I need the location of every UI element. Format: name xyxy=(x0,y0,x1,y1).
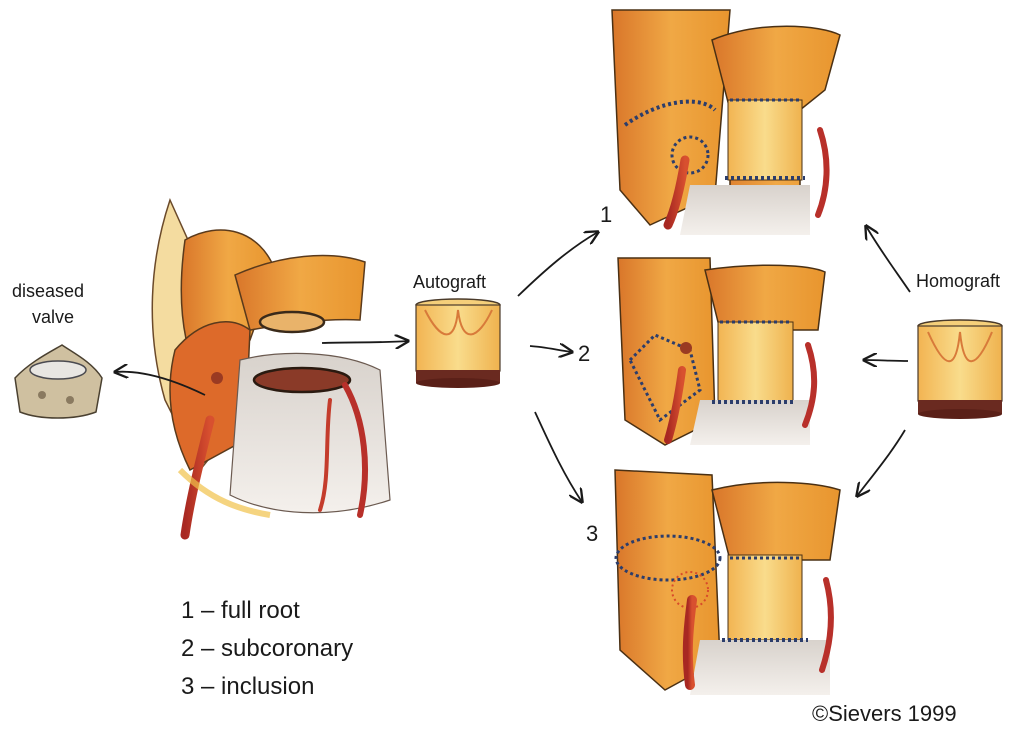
legend-item-full-root: 1 – full root xyxy=(181,592,353,630)
arrow-homograft-to-3 xyxy=(857,430,905,496)
arrow-to-1 xyxy=(518,232,598,296)
result-drawing-2 xyxy=(618,258,825,445)
diseased-valve-drawing xyxy=(15,345,102,418)
result-drawing-1 xyxy=(612,10,840,235)
homograft-label: Homograft xyxy=(916,270,1000,292)
diseased-valve-label-line1: diseased xyxy=(12,280,84,302)
autograft-drawing xyxy=(416,299,500,388)
copyright-text: ©Sievers 1999 xyxy=(812,701,957,727)
arrow-homograft-to-1 xyxy=(866,226,910,292)
autograft-label: Autograft xyxy=(413,271,486,293)
legend-item-inclusion: 3 – inclusion xyxy=(181,668,353,706)
option-number-3: 3 xyxy=(586,522,598,546)
option-number-2: 2 xyxy=(578,342,590,366)
arrow-homograft-to-2 xyxy=(864,360,908,361)
legend: 1 – full root 2 – subcoronary 3 – inclus… xyxy=(181,592,353,706)
legend-item-subcoronary: 2 – subcoronary xyxy=(181,630,353,668)
arrow-to-2 xyxy=(530,346,572,352)
heart-illustration xyxy=(152,200,390,535)
homograft-drawing xyxy=(918,320,1002,419)
option-number-1: 1 xyxy=(600,203,612,227)
diseased-valve-label-line2: valve xyxy=(32,306,74,328)
result-drawing-3 xyxy=(615,470,840,695)
arrow-to-3 xyxy=(535,412,582,502)
arrow-to-autograft xyxy=(322,341,408,343)
